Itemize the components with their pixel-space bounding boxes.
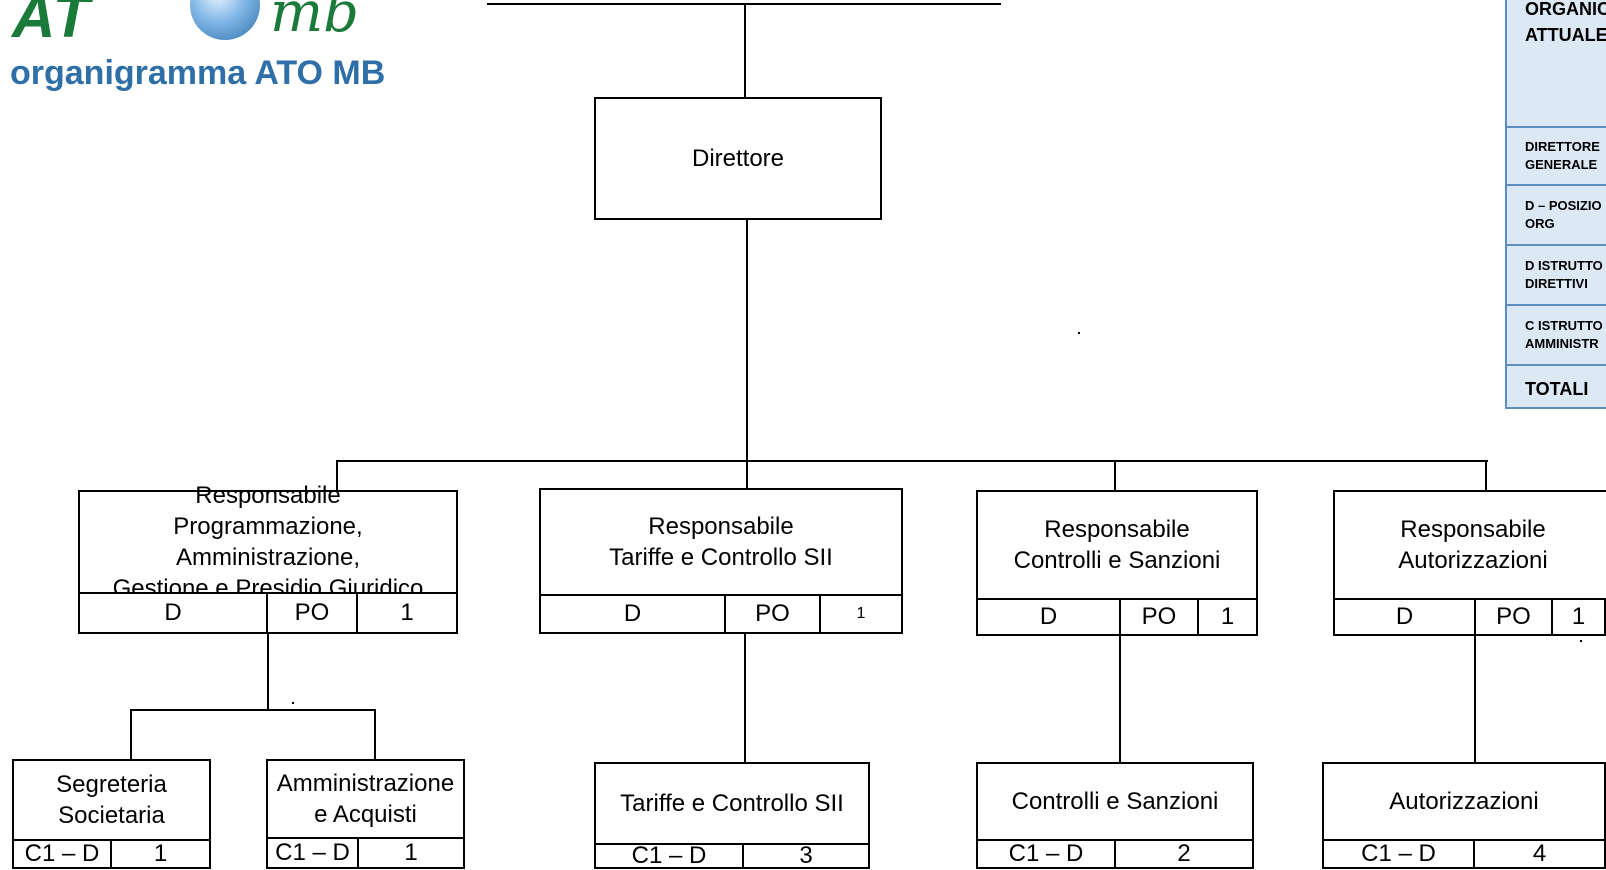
connector-top — [744, 5, 746, 97]
office-box-segreteria: Segreteria Societaria — [12, 759, 211, 841]
unit-title: Responsabile Tariffe e Controllo SII — [609, 513, 833, 571]
office-category-cell: C1 – D — [594, 842, 744, 869]
unit-title: Responsabile Programmazione, Amministraz… — [112, 482, 424, 602]
unit-box-autorizzazioni: Responsabile Autorizzazioni — [1333, 490, 1606, 600]
staffing-row: D – POSIZIO ORG — [1505, 186, 1606, 246]
unit-role-cell: PO — [1474, 598, 1553, 636]
connector-unit-4 — [1485, 460, 1487, 490]
office-box-amministrazione: Amministrazione e Acquisti — [266, 759, 465, 839]
unit-category-cell: D — [976, 598, 1121, 636]
director-box: Direttore — [594, 97, 882, 220]
office-category-cell: C1 – D — [976, 839, 1116, 869]
office-title: Controlli e Sanzioni — [1011, 788, 1219, 815]
unit-category-cell: D — [1333, 598, 1476, 636]
office-category-cell: C1 – D — [12, 839, 112, 869]
connector-unit-3 — [1114, 460, 1116, 490]
connector-office-2 — [374, 709, 376, 759]
office-box-autorizzazioni: Autorizzazioni — [1322, 762, 1606, 841]
unit-role-cell: PO — [1119, 598, 1199, 636]
office-category-cell: C1 – D — [1322, 839, 1475, 869]
staffing-row: C ISTRUTTO AMMINISTR — [1505, 306, 1606, 366]
logo-globe-icon — [190, 0, 260, 40]
office-count-cell: 1 — [357, 837, 465, 869]
unit-category-cell: D — [78, 592, 268, 634]
office-box-controlli: Controlli e Sanzioni — [976, 762, 1254, 841]
title-underline — [487, 3, 1001, 5]
office-title: Amministrazione e Acquisti — [276, 770, 455, 828]
staffing-row: DIRETTORE GENERALE — [1505, 128, 1606, 186]
connector-office-1 — [130, 709, 132, 759]
unit-count-cell: 1 — [819, 594, 903, 634]
connector-unit2-down — [744, 634, 746, 762]
unit-count-cell: 1 — [356, 592, 458, 634]
staffing-table — [1505, 0, 1606, 409]
office-title: Tariffe e Controllo SII — [620, 790, 844, 817]
office-box-tariffe: Tariffe e Controllo SII — [594, 762, 870, 845]
office-category-cell: C1 – D — [266, 837, 359, 869]
office-count-cell: 1 — [110, 839, 211, 869]
unit-count-cell: 1 — [1551, 598, 1606, 636]
stray-dot — [1580, 640, 1582, 642]
staffing-row: D ISTRUTTO DIRETTIVI — [1505, 246, 1606, 306]
office-count-cell: 2 — [1114, 839, 1254, 869]
connector-unit4-down — [1474, 636, 1476, 762]
unit-box-tariffe: Responsabile Tariffe e Controllo SII — [539, 488, 903, 596]
connector-unit1-down — [267, 634, 269, 711]
logo-text: AT — [12, 0, 92, 50]
connector-unit3-down — [1119, 634, 1121, 762]
director-label: Direttore — [691, 145, 785, 172]
connector-unit-1 — [336, 460, 338, 490]
connector-unit-2 — [746, 460, 748, 490]
office-title: Autorizzazioni — [1389, 788, 1539, 815]
staffing-total: TOTALI — [1525, 378, 1589, 399]
unit-role-cell: PO — [724, 594, 821, 634]
unit-category-cell: D — [539, 594, 726, 634]
staffing-table-header: ORGANIC ATTUALE — [1505, 0, 1606, 128]
unit-role-cell: PO — [266, 592, 358, 634]
stray-dot — [1078, 332, 1080, 334]
unit-box-controlli: Responsabile Controlli e Sanzioni — [976, 490, 1258, 600]
office-title: Segreteria Societaria — [56, 771, 167, 829]
office-count-cell: 3 — [742, 842, 870, 869]
connector-director-down — [746, 219, 748, 461]
logo-script: mb — [270, 0, 359, 45]
unit-box-programmazione: Responsabile Programmazione, Amministraz… — [78, 482, 458, 602]
page-title: organigramma ATO MB — [10, 54, 386, 92]
connector-horizontal-main — [336, 460, 1488, 462]
unit-title: Responsabile Controlli e Sanzioni — [1013, 516, 1221, 574]
office-count-cell: 4 — [1473, 839, 1606, 869]
unit-title: Responsabile Autorizzazioni — [1398, 516, 1548, 574]
stray-dot — [292, 702, 294, 704]
connector-unit1-horizontal — [130, 709, 376, 711]
unit-count-cell: 1 — [1197, 598, 1258, 636]
